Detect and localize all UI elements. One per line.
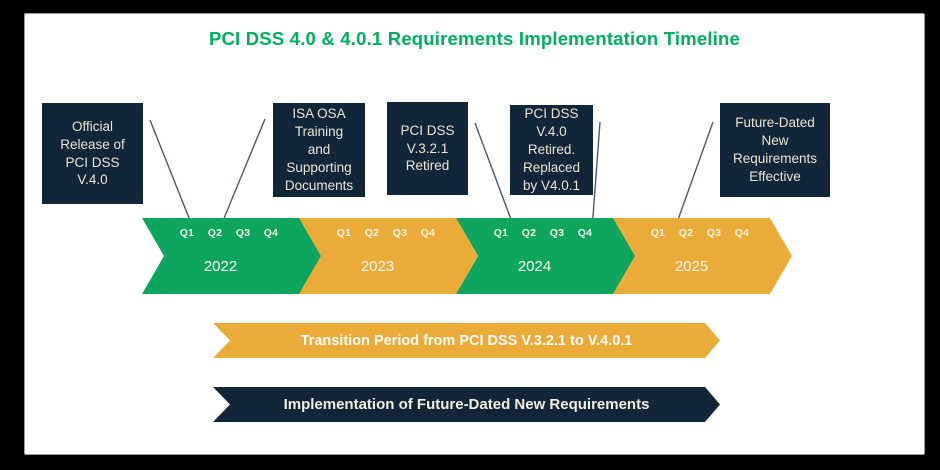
callout-v40-retired-text: PCI DSS V.4.0 Retired. Replaced by V4.0.…: [522, 106, 581, 193]
quarter-labels-2022: Q1 Q2 Q3 Q4: [173, 227, 285, 239]
year-label-2022: 2022: [203, 258, 238, 275]
page-title: PCI DSS 4.0 & 4.0.1 Requirements Impleme…: [208, 28, 741, 49]
callout-isa-osa-training: ISA OSA Training and Supporting Document…: [273, 103, 365, 197]
connector-official-release-to-q1-2022: [149, 119, 194, 229]
callout-official-release-text: Official Release of PCI DSS V.4.0: [60, 118, 125, 188]
quarter-label: Q2: [207, 227, 223, 239]
quarter-label: Q3: [549, 227, 565, 239]
content-panel: PCI DSS 4.0 & 4.0.1 Requirements Impleme…: [24, 13, 925, 455]
year-label-2025: 2025: [674, 258, 709, 275]
connector-v321-retired-to-q1-2024: [474, 122, 516, 231]
quarter-label: Q2: [521, 227, 537, 239]
callout-v321-retired: PCI DSS V.3.2.1 Retired: [387, 102, 468, 195]
timeline-segment-2024: Q1 Q2 Q3 Q4 2024: [456, 218, 635, 294]
quarter-label: Q3: [706, 227, 722, 239]
quarter-label: Q4: [734, 227, 750, 239]
quarter-label: Q1: [650, 227, 666, 239]
quarter-label: Q4: [577, 227, 593, 239]
quarter-label: Q1: [179, 227, 195, 239]
transition-period-banner: Transition Period from PCI DSS V.3.2.1 t…: [213, 323, 720, 358]
quarter-label: Q3: [392, 227, 408, 239]
callout-v40-retired: PCI DSS V.4.0 Retired. Replaced by V4.0.…: [510, 105, 593, 195]
callout-v321-retired-text: PCI DSS V.3.2.1 Retired: [400, 122, 455, 174]
quarter-label: Q3: [235, 227, 251, 239]
callout-isa-osa-training-text: ISA OSA Training and Supporting Document…: [284, 106, 354, 193]
quarter-label: Q1: [493, 227, 509, 239]
timeline-segment-2023: Q1 Q2 Q3 Q4 2023: [299, 218, 478, 294]
callout-future-dated-effective: Future-Dated New Requirements Effective: [720, 103, 830, 197]
implementation-banner: Implementation of Future-Dated New Requi…: [213, 387, 720, 422]
quarter-labels-2025: Q1 Q2 Q3 Q4: [644, 227, 756, 239]
callout-official-release: Official Release of PCI DSS V.4.0: [42, 103, 143, 204]
quarter-labels-2024: Q1 Q2 Q3 Q4: [487, 227, 599, 239]
timeline-segment-2025: Q1 Q2 Q3 Q4 2025: [613, 218, 792, 294]
quarter-label: Q2: [364, 227, 380, 239]
connector-isa-osa-to-q2-2022: [219, 118, 266, 229]
connector-future-dated-to-q1-2025: [674, 121, 714, 229]
quarter-label: Q1: [336, 227, 352, 239]
quarter-label: Q2: [678, 227, 694, 239]
callout-future-dated-effective-text: Future-Dated New Requirements Effective: [732, 115, 818, 184]
transition-period-banner-text: Transition Period from PCI DSS V.3.2.1 t…: [300, 332, 633, 349]
year-label-2024: 2024: [517, 258, 552, 275]
connector-v40-retired-to-q4-2024: [591, 121, 601, 231]
implementation-banner-text: Implementation of Future-Dated New Requi…: [283, 396, 650, 413]
quarter-label: Q4: [420, 227, 436, 239]
quarter-labels-2023: Q1 Q2 Q3 Q4: [330, 227, 442, 239]
timeline-segment-2022: Q1 Q2 Q3 Q4 2022: [142, 218, 321, 294]
year-label-2023: 2023: [360, 258, 395, 275]
quarter-label: Q4: [263, 227, 279, 239]
